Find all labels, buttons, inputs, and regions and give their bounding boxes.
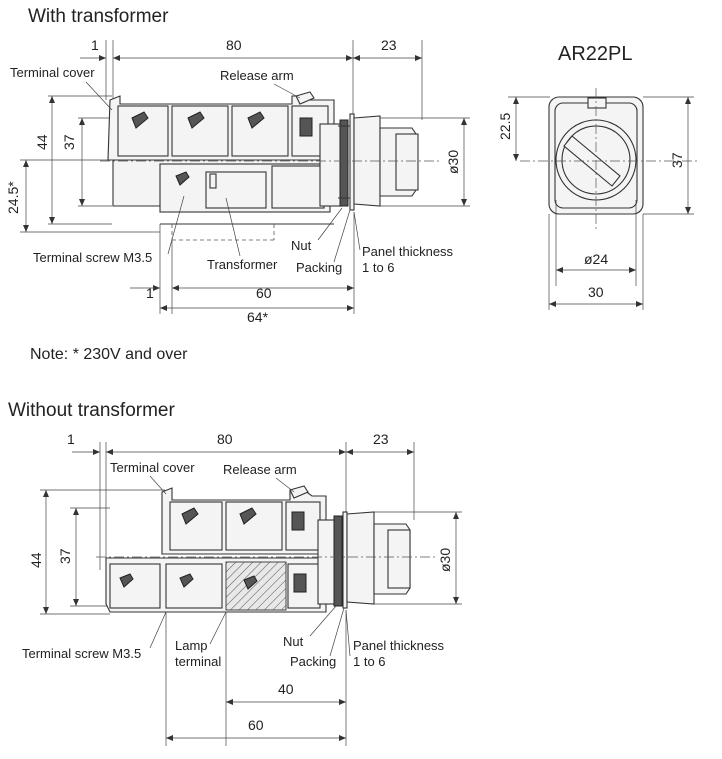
switch-body-with-transformer	[100, 91, 440, 241]
bottom-dimensions-2: 40 60	[165, 610, 347, 746]
labels-without-transformer: Terminal cover Release arm Terminal scre…	[22, 460, 445, 669]
dim2-top-1: 1	[67, 431, 75, 447]
label-packing: Packing	[296, 260, 342, 275]
dim-bot-64: 64*	[247, 309, 269, 325]
switch-body-without-transformer	[96, 485, 436, 613]
section-title-with-transformer: With transformer	[28, 6, 169, 27]
bottom-dimensions: 1 60 64*	[130, 212, 355, 325]
label2-panel-range: 1 to 6	[353, 654, 386, 669]
label2-packing: Packing	[290, 654, 336, 669]
front-view-title: AR22PL	[558, 43, 633, 65]
top-dimensions-2: 1 80 23	[67, 431, 415, 570]
dim-dia-30: ø30	[445, 150, 461, 174]
dia-30-dimension: ø30	[380, 117, 470, 207]
dim2-h-37: 37	[57, 548, 73, 564]
note-text: Note: * 230V and over	[30, 346, 188, 363]
dim-bot-60: 60	[256, 285, 272, 301]
dia-30-dimension-2: ø30	[374, 511, 462, 605]
top-dimensions: 1 80 23	[80, 37, 423, 120]
label-nut: Nut	[291, 238, 312, 253]
label2-lamp-terminal: terminal	[175, 654, 221, 669]
front-view-ar22pl: AR22PL 22.5 37 ø24 30	[497, 43, 700, 310]
dim2-dia-30: ø30	[437, 548, 453, 572]
with-transformer-section: With transformer 1 80 23 44 37	[5, 6, 470, 325]
dim-bot-1: 1	[146, 285, 154, 301]
dim2-bot-40: 40	[278, 681, 294, 697]
label-panel-thickness: Panel thickness	[362, 244, 454, 259]
dim-top-80: 80	[226, 37, 242, 53]
without-transformer-section: Without transformer 1 80 23 44 37	[8, 400, 462, 746]
labels-with-transformer: Terminal cover Release arm Terminal scre…	[10, 65, 454, 275]
label-terminal-cover: Terminal cover	[10, 65, 95, 80]
dim-front-37: 37	[669, 152, 685, 168]
label2-nut: Nut	[283, 634, 304, 649]
label-release-arm: Release arm	[220, 68, 294, 83]
label-transformer: Transformer	[207, 257, 278, 272]
label2-lamp: Lamp	[175, 638, 208, 653]
dim-h-44: 44	[34, 134, 50, 150]
dim-top-23: 23	[381, 37, 397, 53]
dim2-h-44: 44	[28, 552, 44, 568]
label-panel-range: 1 to 6	[362, 260, 395, 275]
dim2-top-80: 80	[217, 431, 233, 447]
label2-terminal-cover: Terminal cover	[110, 460, 195, 475]
section-title-without-transformer: Without transformer	[8, 400, 175, 421]
dim2-top-23: 23	[373, 431, 389, 447]
dim-dia-24: ø24	[584, 251, 608, 267]
label2-release-arm: Release arm	[223, 462, 297, 477]
label2-panel-thickness: Panel thickness	[353, 638, 445, 653]
left-dimensions-2: 44 37	[28, 489, 165, 615]
label2-terminal-screw: Terminal screw M3.5	[22, 646, 141, 661]
dim-h-37: 37	[61, 134, 77, 150]
dim2-bot-60: 60	[248, 717, 264, 733]
dim-top-1: 1	[91, 37, 99, 53]
dim-h-22-5: 22.5	[497, 113, 513, 140]
dim-h-24-5: 24.5*	[5, 181, 21, 214]
dim-w-30: 30	[588, 284, 604, 300]
label-terminal-screw: Terminal screw M3.5	[33, 250, 152, 265]
